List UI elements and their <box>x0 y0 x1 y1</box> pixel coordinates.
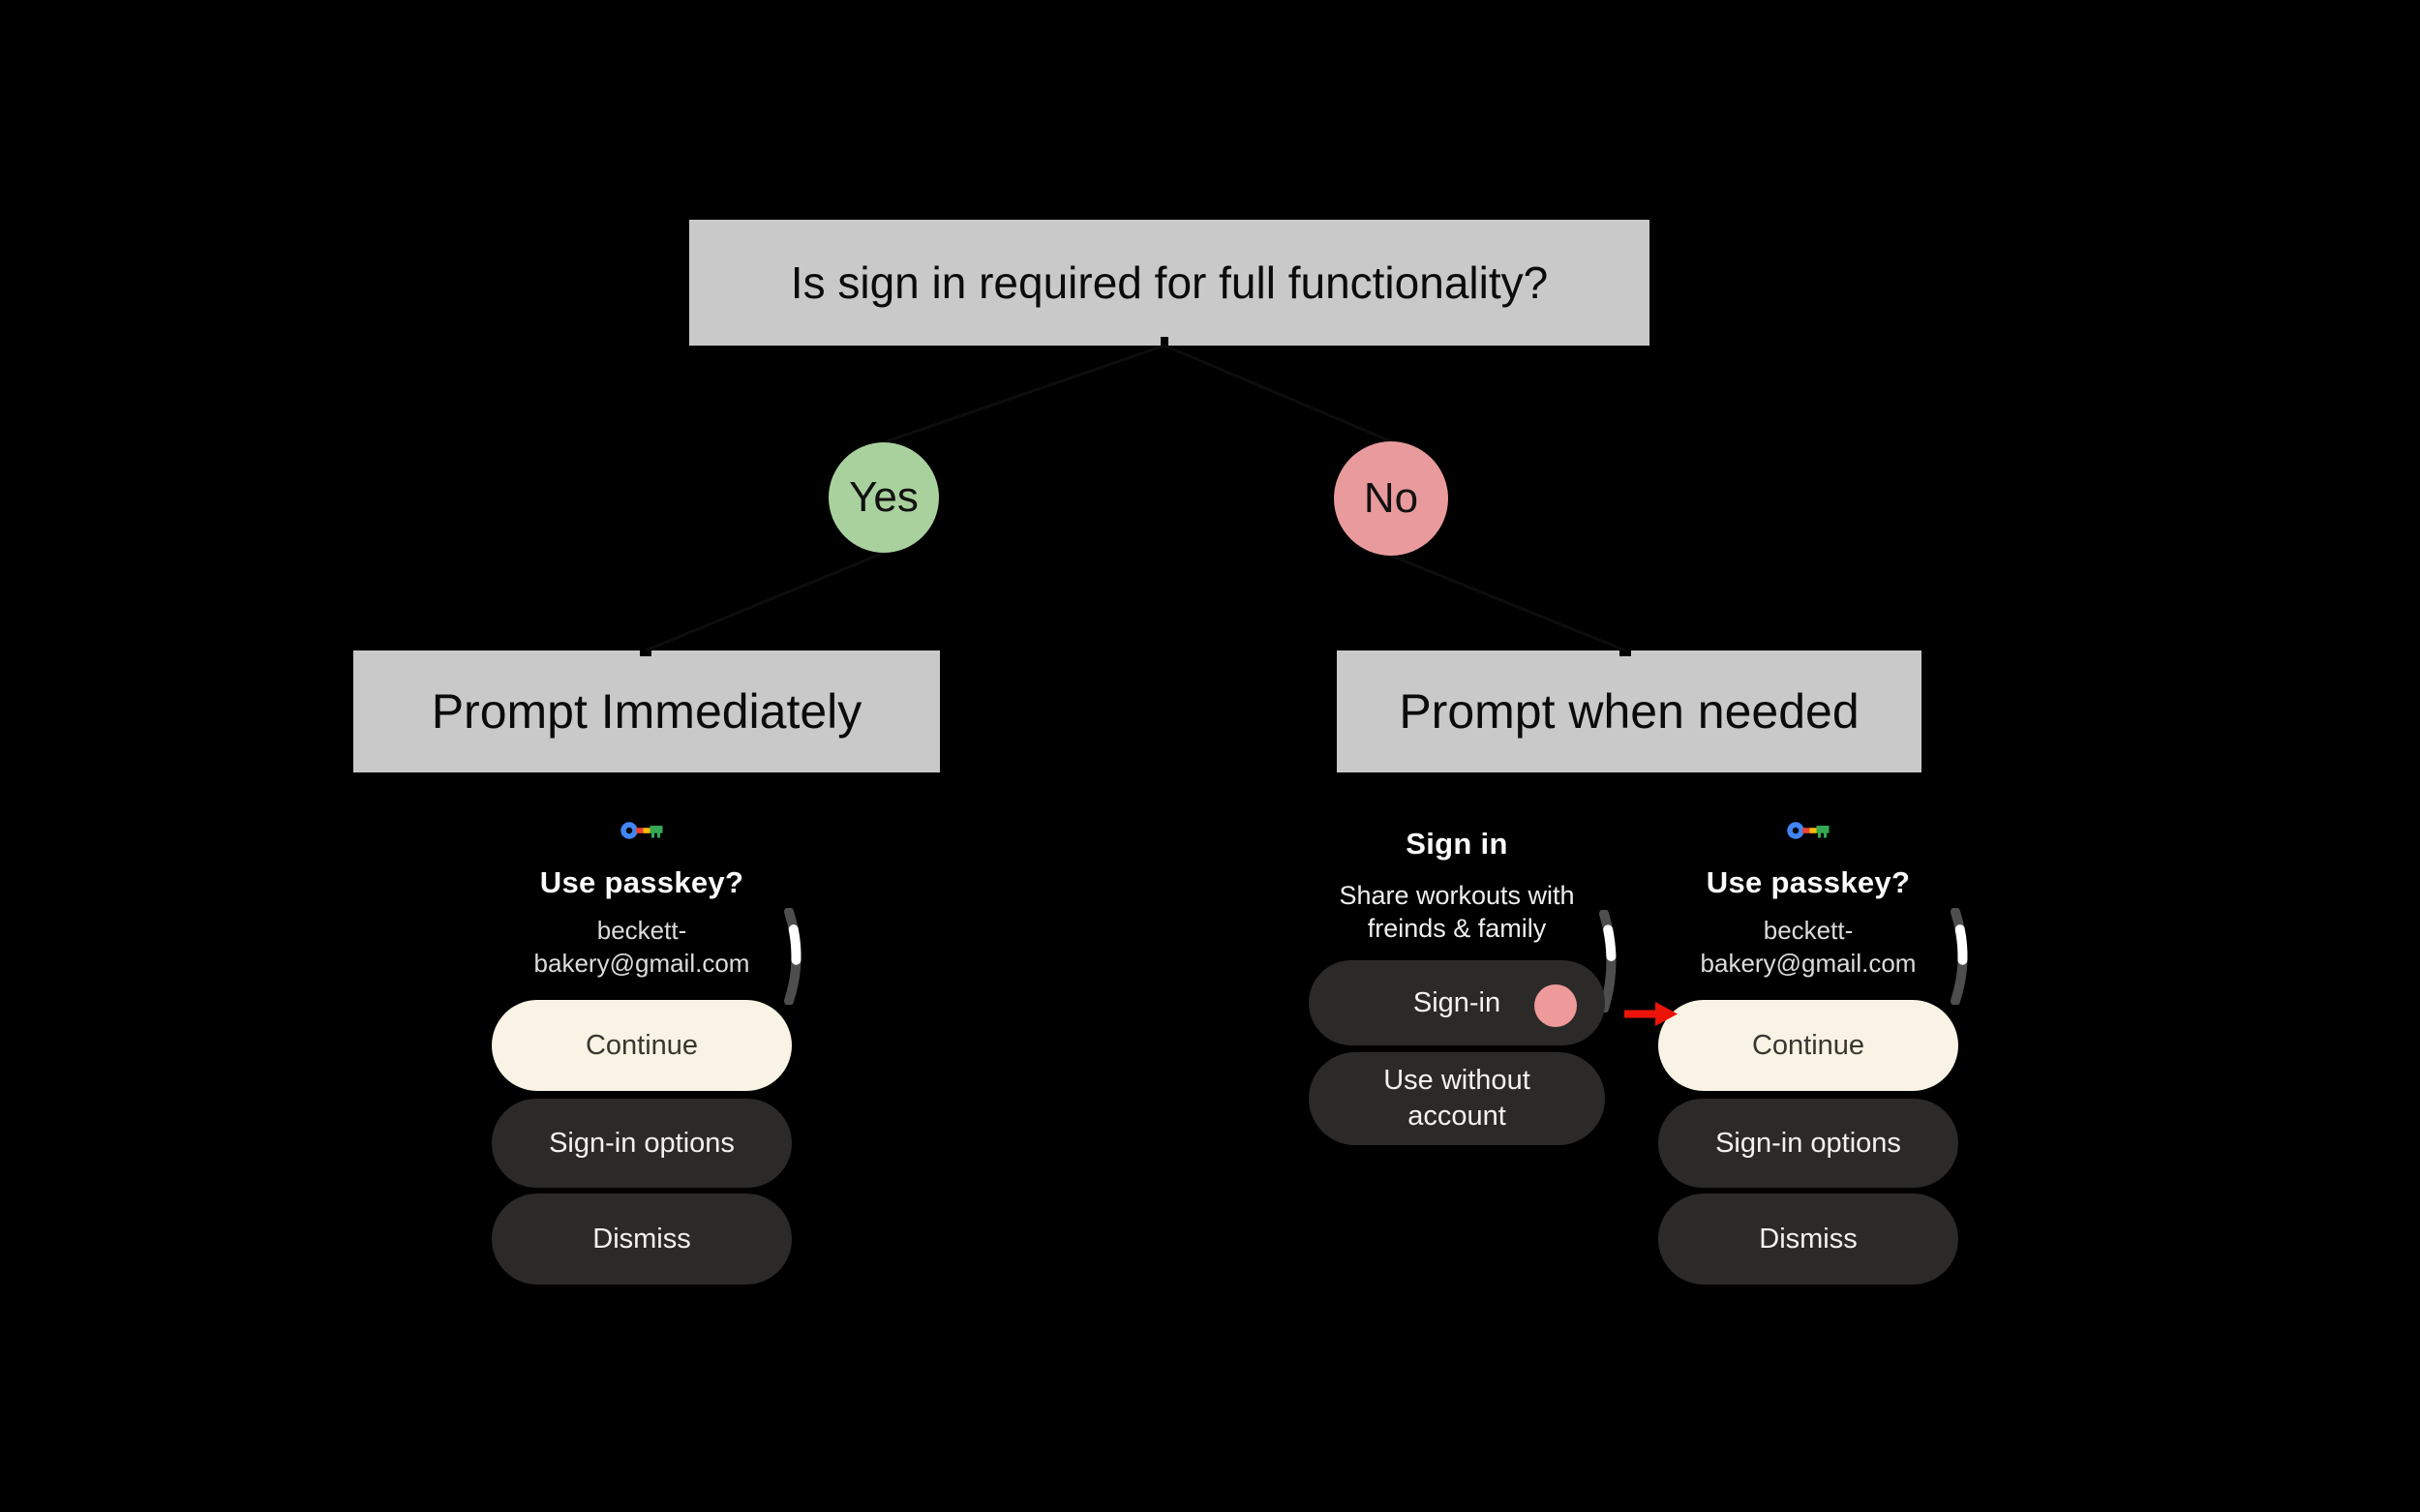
watch-title: Use passkey? <box>539 865 744 899</box>
watch-title: Sign in <box>1406 827 1508 861</box>
scrollbar-indicator[interactable] <box>1949 908 1974 1005</box>
outcome-box-prompt-immediately: Prompt Immediately <box>353 650 940 772</box>
email-line2: bakery@gmail.com <box>1700 949 1917 978</box>
question-text: Is sign in required for full functionali… <box>790 257 1549 308</box>
branch-yes-circle: Yes <box>829 442 939 553</box>
use-without-line2: account <box>1407 1101 1506 1132</box>
connector-notch <box>640 650 651 656</box>
signin-options-label: Sign-in options <box>549 1127 735 1159</box>
account-email: beckett- bakery@gmail.com <box>1634 914 1982 980</box>
subtitle-line1: Share workouts with <box>1339 881 1575 910</box>
continue-button[interactable]: Continue <box>492 1000 792 1091</box>
branch-yes-label: Yes <box>849 473 919 521</box>
continue-label: Continue <box>1751 1029 1865 1061</box>
subtitle-line2: freinds & family <box>1367 914 1547 943</box>
continue-button[interactable]: Continue <box>1658 1000 1958 1091</box>
continue-label: Continue <box>585 1029 699 1061</box>
email-line1: beckett- <box>596 916 687 945</box>
google-passkey-key-icon <box>1787 822 1830 839</box>
signin-subtitle: Share workouts with freinds & family <box>1283 879 1631 945</box>
use-without-line1: Use without <box>1383 1065 1530 1096</box>
watch-screen-signin-prompt: Sign in Share workouts with freinds & fa… <box>1283 815 1631 1309</box>
signin-options-label: Sign-in options <box>1715 1127 1901 1159</box>
outcome-when-needed-text: Prompt when needed <box>1399 684 1860 739</box>
account-email: beckett- bakery@gmail.com <box>468 914 816 980</box>
dismiss-button[interactable]: Dismiss <box>492 1194 792 1285</box>
watch-screen-passkey-after-signin: Use passkey? beckett- bakery@gmail.com C… <box>1634 815 1982 1309</box>
watch-title: Use passkey? <box>1706 865 1911 899</box>
connector-notch <box>1619 650 1631 656</box>
outcome-immediately-text: Prompt Immediately <box>431 684 862 739</box>
email-line2: bakery@gmail.com <box>533 949 750 978</box>
dismiss-button[interactable]: Dismiss <box>1658 1194 1958 1285</box>
tap-indicator <box>1534 984 1577 1027</box>
google-passkey-key-icon <box>620 822 663 839</box>
branch-no-label: No <box>1363 474 1419 522</box>
watch-screen-passkey-immediate: Use passkey? beckett- bakery@gmail.com C… <box>468 815 816 1309</box>
scrollbar-indicator[interactable] <box>782 908 807 1005</box>
email-line1: beckett- <box>1763 916 1854 945</box>
connector-notch <box>1161 337 1168 346</box>
signin-options-button[interactable]: Sign-in options <box>492 1099 792 1188</box>
dismiss-label: Dismiss <box>1759 1223 1858 1255</box>
scrollbar-indicator[interactable] <box>1597 910 1622 1013</box>
signin-label: Sign-in <box>1412 986 1501 1018</box>
question-box: Is sign in required for full functionali… <box>689 220 1649 346</box>
dismiss-label: Dismiss <box>592 1223 691 1255</box>
signin-options-button[interactable]: Sign-in options <box>1658 1099 1958 1188</box>
branch-no-circle: No <box>1334 441 1448 556</box>
outcome-box-prompt-when-needed: Prompt when needed <box>1337 650 1921 772</box>
red-arrow-icon <box>1624 1002 1678 1026</box>
use-without-account-button[interactable]: Use without account <box>1309 1052 1605 1145</box>
